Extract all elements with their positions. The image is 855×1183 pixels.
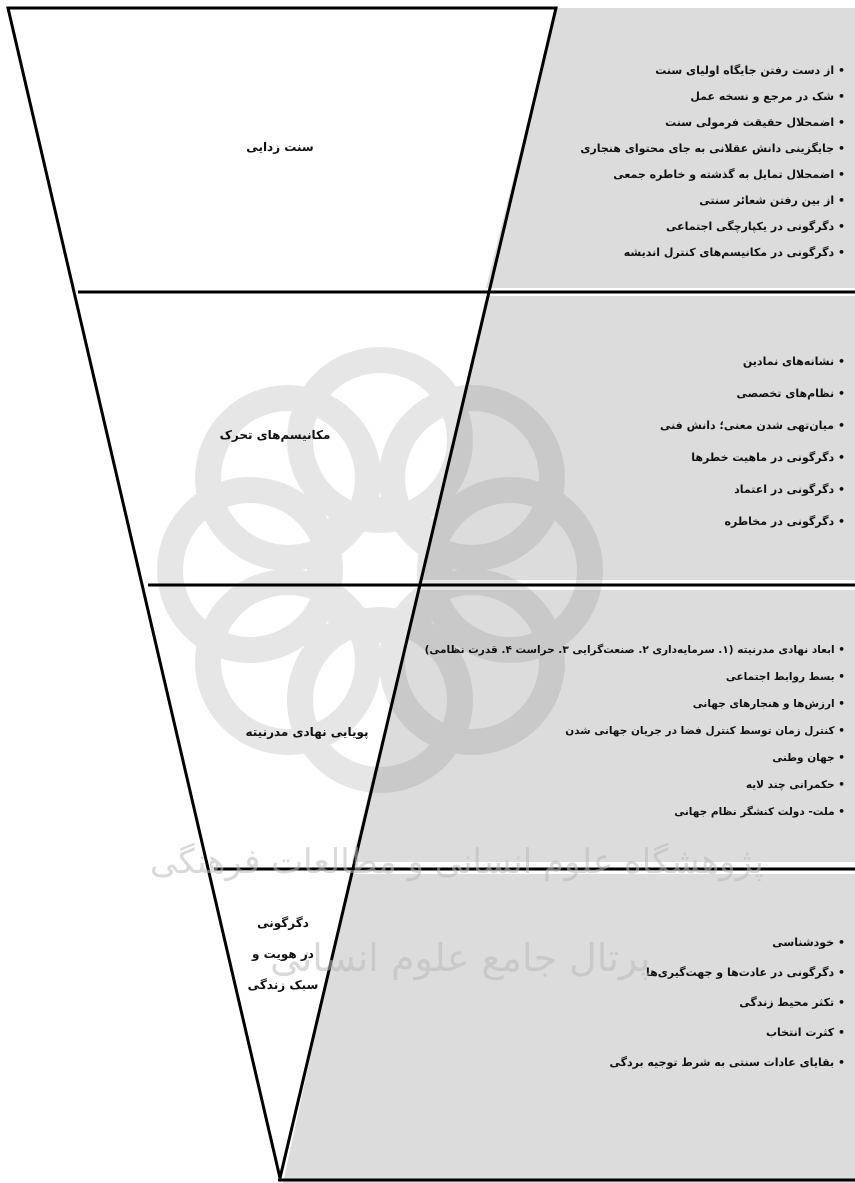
list-item: اضمحلال حقیقت فرمولی سنت [580,110,845,136]
list-item: دگرگونی در ماهیت خطرها [660,442,845,474]
list-item: نظام‌های تخصصی [660,378,845,410]
list-mobility: نشانه‌های نمادین نظام‌های تخصصی میان‌تهی… [660,346,845,538]
list-item: میان‌تهی شدن معنی؛ دانش فنی [660,410,845,442]
title-identity-line-2: در هویت و [228,939,338,970]
list-tradition: از دست رفتن جایگاه اولیای سنت شک در مرجع… [580,58,845,266]
list-identity: خودشناسی دگرگونی در عادت‌ها و جهت‌گیری‌ه… [609,928,845,1078]
list-item: بقایای عادات سنتی به شرط توجیه بردگی [609,1048,845,1078]
title-institutions-line: پویایی نهادی مدرنیته [232,725,382,741]
list-item: نشانه‌های نمادین [660,346,845,378]
list-item: ابعاد نهادی مدرنیته (۱. سرمایه‌داری ۲. ص… [425,637,845,664]
list-item: دگرگونی در یکپارچگی اجتماعی [580,214,845,240]
list-item: شک در مرجع و نسخه عمل [580,84,845,110]
list-item: جهان وطنی [425,745,845,772]
list-item: ملت- دولت کنشگر نظام جهانی [425,799,845,826]
title-identity-line-3: سبک زندگی [228,970,338,1001]
list-item: کنترل زمان توسط کنترل فضا در جریان جهانی… [425,718,845,745]
list-item: اضمحلال تمایل به گذشته و خاطره جمعی [580,162,845,188]
list-institutions: ابعاد نهادی مدرنیته (۱. سرمایه‌داری ۲. ص… [425,637,845,826]
title-identity-line-1: دگرگونی [228,908,338,939]
list-item: از بین رفتن شعائر سنتی [580,188,845,214]
list-item: دگرگونی در عادت‌ها و جهت‌گیری‌ها [609,958,845,988]
list-item: دگرگونی در مخاطره [660,506,845,538]
title-mobility: مکانیسم‌های تحرک [200,428,350,444]
list-item: از دست رفتن جایگاه اولیای سنت [580,58,845,84]
title-identity: دگرگونی در هویت و سبک زندگی [228,908,338,1002]
list-item: خودشناسی [609,928,845,958]
list-item: حکمرانی چند لایه [425,772,845,799]
title-mobility-line: مکانیسم‌های تحرک [200,428,350,444]
list-item: ارزش‌ها و هنجارهای جهانی [425,691,845,718]
list-item: تکثر محیط زندگی [609,988,845,1018]
title-tradition-line: سنت زدایی [220,140,340,156]
list-item: جایگزینی دانش عقلانی به جای محتوای هنجار… [580,136,845,162]
list-item: دگرگونی در مکانیسم‌های کنترل اندیشه [580,240,845,266]
list-item: کثرت انتخاب [609,1018,845,1048]
title-institutions: پویایی نهادی مدرنیته [232,725,382,741]
title-tradition: سنت زدایی [220,140,340,156]
list-item: بسط روابط اجتماعی [425,664,845,691]
list-item: دگرگونی در اعتماد [660,474,845,506]
